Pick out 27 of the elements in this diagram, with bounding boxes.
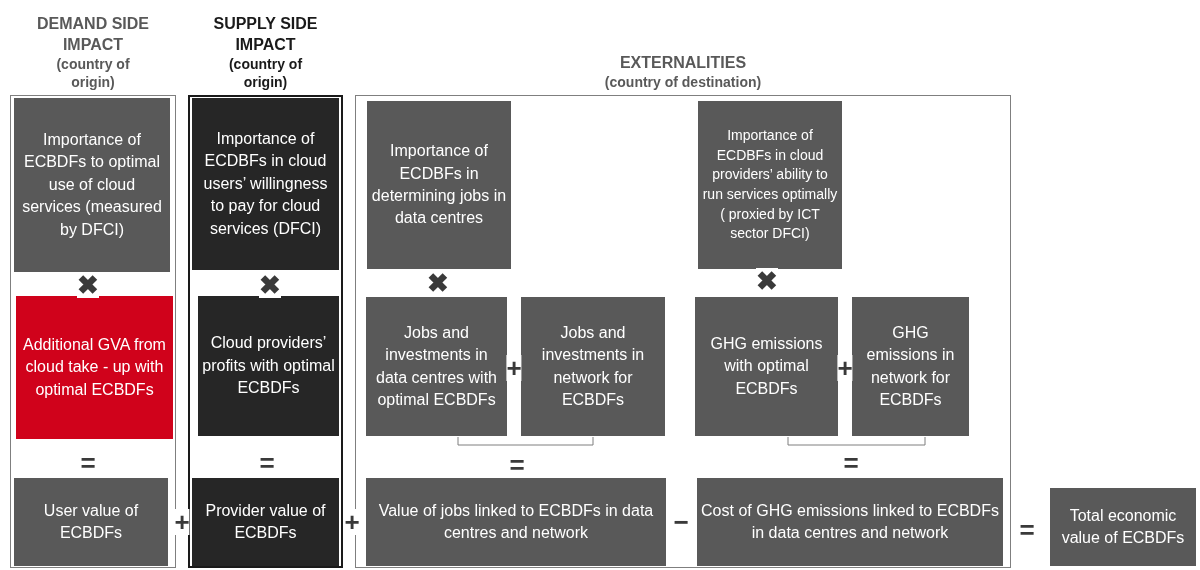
- column-subheading: (country of destination): [603, 73, 763, 91]
- process-box: Importance of ECDBFs in cloud providers’ ability to run services optimally ( proxied by ICT sector DFCI): [698, 101, 842, 269]
- process-box: GHG emissions in network for ECBDFs: [852, 297, 969, 436]
- column-subheading: (country of origin): [55, 56, 131, 91]
- process-box: Provider value of ECBDFs: [192, 478, 339, 566]
- plus-sign: +: [837, 355, 853, 381]
- process-box: Importance of ECBDFs to optimal use of cloud services (measured by DFCI): [14, 98, 170, 272]
- process-box: Value of jobs linked to ECBDFs in data centres and network: [366, 478, 666, 566]
- column-heading: DEMAND SIDE IMPACT: [36, 14, 150, 56]
- process-box: Jobs and investments in data centres with optimal ECBDFs: [366, 297, 507, 436]
- multiply-sign: ✖: [259, 272, 281, 298]
- process-box: Cloud providers’ profits with optimal ECBDFs: [198, 296, 339, 436]
- column-heading: EXTERNALITIES: [618, 52, 748, 73]
- process-box: Total economic value of ECBDFs: [1050, 488, 1196, 566]
- process-box: Cost of GHG emissions linked to ECBDFs in data centres and network: [697, 478, 1003, 566]
- plus-sign: +: [344, 509, 360, 535]
- plus-sign: +: [506, 355, 522, 381]
- process-box: Additional GVA from cloud take - up with optimal ECBDFs: [16, 296, 173, 439]
- process-box: GHG emissions with optimal ECBDFs: [695, 297, 838, 436]
- plus-sign: +: [174, 509, 190, 535]
- process-box: User value of ECBDFs: [14, 478, 168, 566]
- process-box: Importance of ECDBFs in determining jobs in data centres: [367, 101, 511, 269]
- process-box: Importance of ECDBFs in cloud users’ willingness to pay for cloud services (DFCI): [192, 98, 339, 270]
- column-subheading: (country of origin): [227, 56, 304, 91]
- process-box: Jobs and investments in network for ECBDFs: [521, 297, 665, 436]
- column-heading: SUPPLY SIDE IMPACT: [212, 14, 319, 56]
- multiply-sign: ✖: [77, 272, 99, 298]
